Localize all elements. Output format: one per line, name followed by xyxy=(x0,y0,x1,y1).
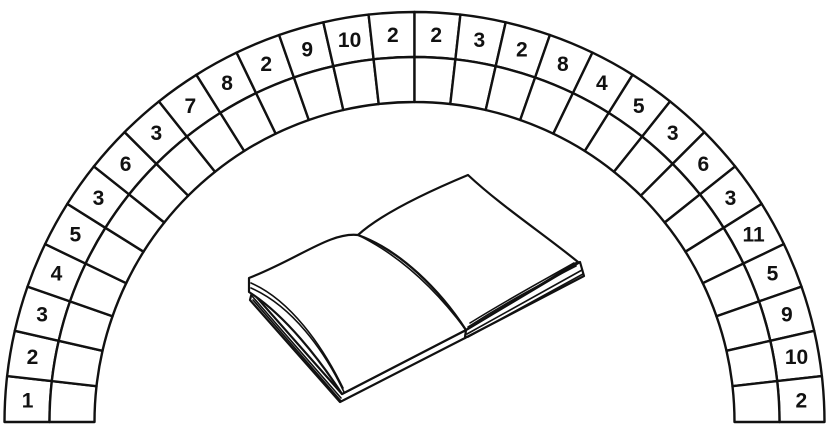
outer-number: 3 xyxy=(474,29,486,52)
outer-number: 2 xyxy=(796,389,808,412)
outer-number: 3 xyxy=(725,187,737,210)
open-book-icon xyxy=(249,175,584,402)
outer-number: 10 xyxy=(338,29,361,52)
outer-number: 4 xyxy=(51,263,63,286)
outer-number: 5 xyxy=(633,95,645,118)
outer-number: 6 xyxy=(698,153,710,176)
inner-cell xyxy=(415,57,456,104)
outer-number: 2 xyxy=(387,24,399,47)
outer-number: 3 xyxy=(93,187,105,210)
inner-cell xyxy=(50,381,97,422)
outer-number: 7 xyxy=(184,95,196,118)
outer-number: 3 xyxy=(36,304,48,327)
outer-number: 3 xyxy=(150,122,162,145)
outer-number: 5 xyxy=(767,263,779,286)
inner-cell xyxy=(374,57,415,104)
outer-number: 1 xyxy=(22,389,34,412)
outer-number: 2 xyxy=(430,24,442,47)
outer-number: 5 xyxy=(70,224,82,247)
outer-number: 2 xyxy=(27,346,39,369)
outer-number: 2 xyxy=(516,39,528,62)
outer-number: 4 xyxy=(596,72,608,95)
inner-cell xyxy=(733,381,780,422)
outer-number: 6 xyxy=(120,153,132,176)
outer-number: 8 xyxy=(557,53,569,76)
outer-number: 8 xyxy=(221,72,233,95)
outer-number: 9 xyxy=(781,304,793,327)
outer-number: 11 xyxy=(742,224,765,247)
outer-number: 3 xyxy=(667,122,679,145)
outer-number: 10 xyxy=(785,346,808,369)
outer-number: 2 xyxy=(260,53,272,76)
outer-number: 9 xyxy=(301,39,313,62)
